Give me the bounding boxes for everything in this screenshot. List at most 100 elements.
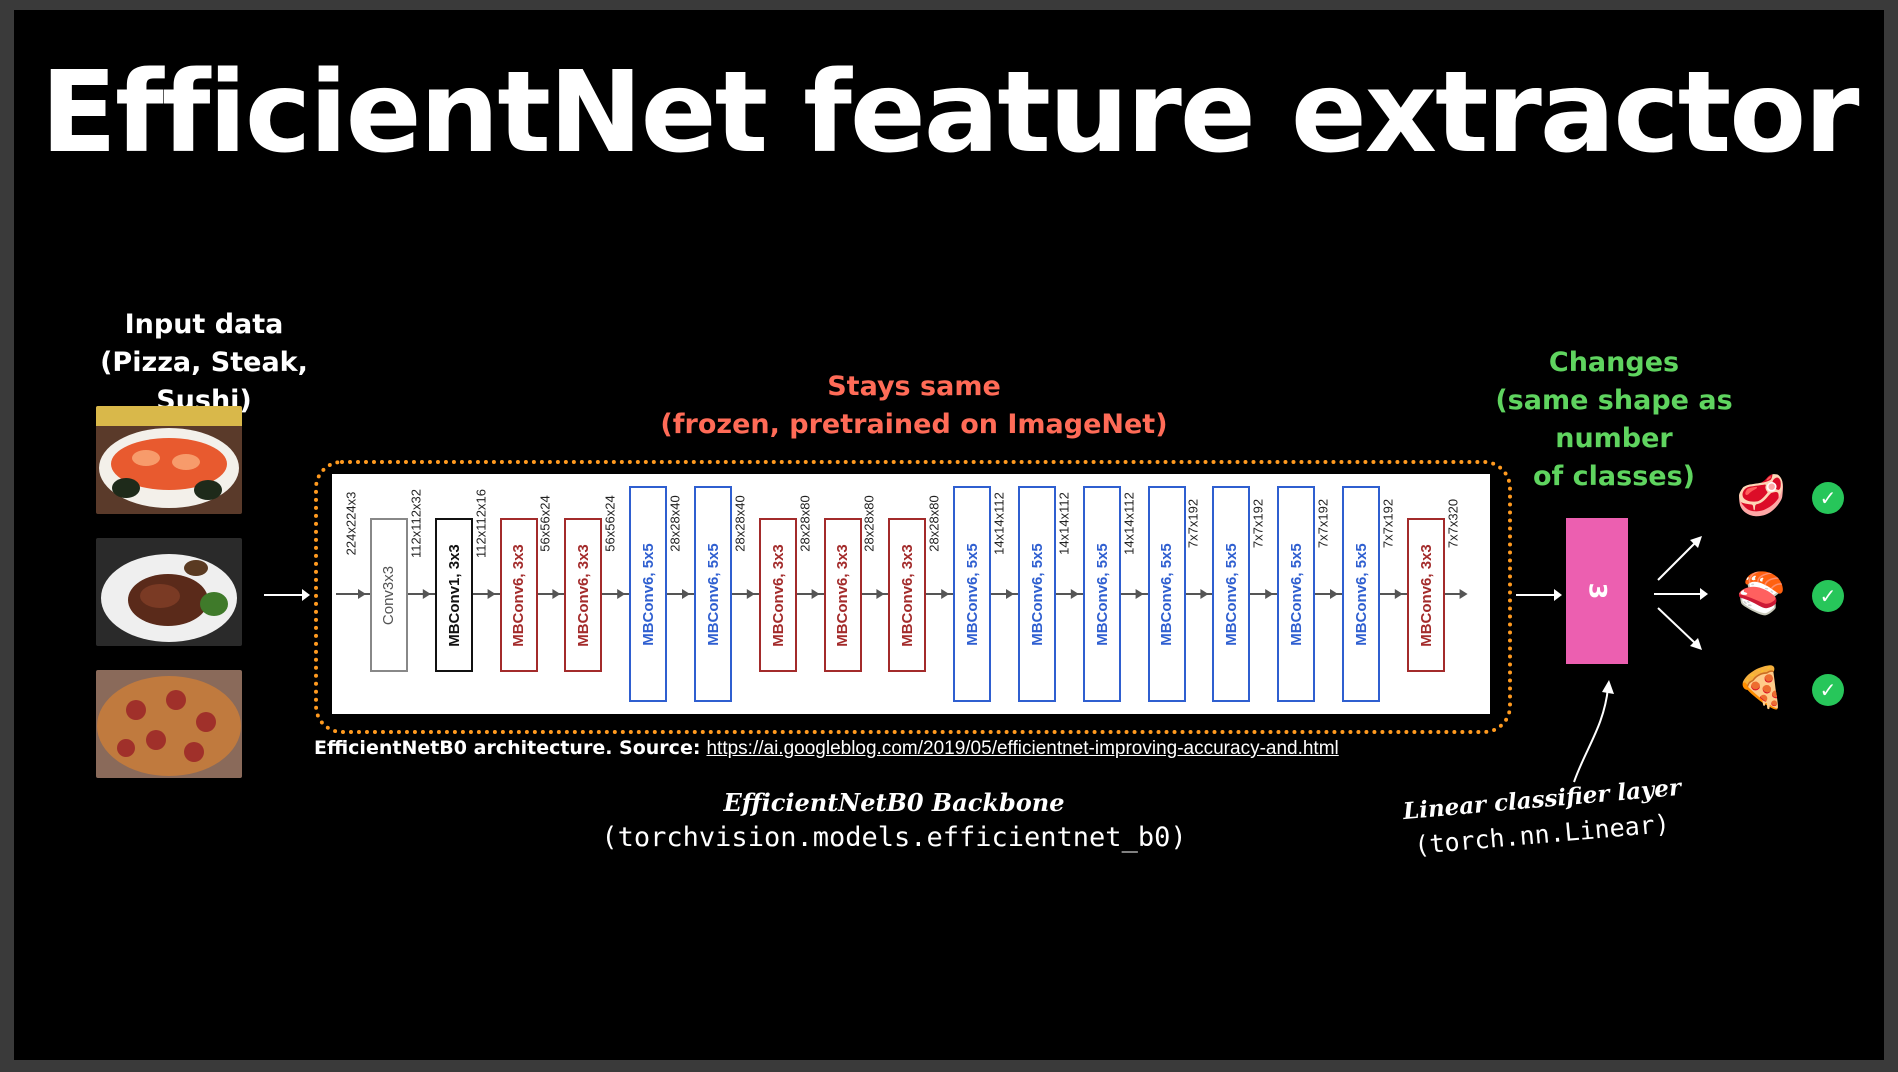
- flow-arrowhead: [617, 589, 626, 599]
- linear-output-count: 3: [1582, 582, 1611, 600]
- tensor-shape-label: 56x56x24: [537, 495, 553, 552]
- layer-block: MBConv6, 5x5: [1147, 486, 1186, 702]
- frozen-backbone-frame: [314, 460, 1512, 734]
- sushi-image: [96, 406, 242, 514]
- layer-label: MBConv6, 5x5: [1028, 542, 1046, 646]
- tensor-shape-label: 7x7x192: [1315, 498, 1331, 549]
- layer-block: MBConv6, 5x5: [1018, 486, 1056, 702]
- layer-block: MBConv6, 5x5: [1277, 486, 1316, 702]
- layer-block: MBConv6, 5x5: [1342, 486, 1380, 702]
- tensor-shape-label: 224x224x3: [343, 491, 359, 556]
- changes-label: Changes (same shape as number of classes…: [1434, 344, 1794, 496]
- layer-label: MBConv6, 5x5: [704, 542, 722, 646]
- flow-arrowhead: [1330, 589, 1338, 599]
- layer-label: MBConv6, 5x5: [1287, 542, 1305, 646]
- steak-check-icon: ✓: [1812, 482, 1844, 514]
- flow-arrowhead: [941, 589, 950, 599]
- flow-arrowhead: [1200, 589, 1209, 599]
- input-arrow: [264, 589, 310, 601]
- flow-arrowhead: [358, 589, 366, 599]
- backbone-to-linear-arrow: [1516, 589, 1562, 601]
- flow-arrowhead: [746, 589, 755, 599]
- pizza-output-emoji: 🍕: [1736, 665, 1786, 711]
- layer-label: MBConv6, 3x3: [1417, 543, 1435, 647]
- linear-pointer-arrow: [1573, 680, 1614, 783]
- tensor-shape-label: 28x28x80: [861, 495, 877, 552]
- tensor-shape-label: 112x112x32: [408, 489, 424, 558]
- flow-arrowhead: [487, 589, 496, 599]
- layer-block: MBConv6, 3x3: [499, 518, 538, 672]
- flow-arrowhead: [422, 589, 431, 599]
- layer-block: MBConv6, 3x3: [758, 518, 797, 672]
- layer-block: MBConv6, 5x5: [629, 486, 668, 702]
- changes-label-line2: (same shape as number: [1495, 385, 1733, 454]
- flow-arrowhead: [1135, 589, 1144, 599]
- tensor-shape-label: 28x28x40: [732, 495, 748, 552]
- input-data-label-line2: (Pizza, Steak, Sushi): [100, 347, 308, 416]
- layer-label: MBConv6, 5x5: [963, 542, 981, 646]
- layer-label: MBConv6, 5x5: [1158, 542, 1176, 646]
- tensor-shape-label: 112x112x16: [473, 489, 489, 558]
- flow-arrowhead: [552, 589, 561, 599]
- sushi-output-emoji: 🍣: [1736, 571, 1786, 617]
- source-prefix: EfficientNetB0 architecture. Source:: [314, 737, 701, 759]
- layer-block: Conv3x3: [370, 518, 408, 672]
- tensor-shape-label: 28x28x80: [926, 495, 942, 552]
- flow-arrowhead: [1265, 589, 1274, 599]
- changes-label-line3: of classes): [1532, 461, 1696, 492]
- layer-block: MBConv6, 3x3: [1406, 518, 1445, 672]
- linear-classifier-box: 3: [1566, 518, 1628, 664]
- flow-arrowhead: [1459, 589, 1468, 599]
- changes-label-line1: Changes: [1548, 347, 1680, 378]
- tensor-shape-label: 28x28x40: [667, 495, 683, 552]
- layer-block: MBConv1, 3x3: [434, 518, 473, 672]
- tensor-shape-label: 56x56x24: [602, 495, 618, 552]
- layer-label: MBConv1, 3x3: [445, 543, 463, 647]
- flow-arrowhead: [876, 589, 885, 599]
- tensor-shape-label: 14x14x112: [991, 492, 1007, 555]
- layer-label: MBConv6, 5x5: [1352, 542, 1370, 646]
- slide: EfficientNet feature extractor Input dat…: [14, 10, 1884, 1060]
- tensor-shape-label: 7x7x192: [1250, 498, 1266, 549]
- flow-arrowhead: [682, 589, 690, 599]
- tensor-shape-label: 28x28x80: [797, 495, 813, 552]
- sushi-check-icon: ✓: [1812, 580, 1844, 612]
- layer-label: Conv3x3: [380, 565, 398, 625]
- pizza-check-icon: ✓: [1812, 674, 1844, 706]
- source-caption: EfficientNetB0 architecture. Source: htt…: [314, 737, 1339, 760]
- tensor-shape-label: 7x7x192: [1185, 498, 1201, 549]
- steak-image: [96, 538, 242, 646]
- layer-label: MBConv6, 3x3: [898, 543, 916, 647]
- frozen-label-line1: Stays same: [827, 371, 1001, 402]
- layer-block: MBConv6, 5x5: [953, 486, 992, 702]
- layer-label: MBConv6, 5x5: [1093, 542, 1111, 646]
- efficientnet-architecture-panel: 224x224x3 112x112x32 112x112x16 56x56x24 56x…: [332, 474, 1490, 714]
- pizza-image: [96, 670, 242, 778]
- frozen-label: Stays same (frozen, pretrained on ImageN…: [614, 368, 1214, 444]
- steak-output-emoji: 🥩: [1736, 473, 1786, 519]
- layer-block: MBConv6, 5x5: [694, 486, 732, 702]
- layer-block: MBConv6, 5x5: [1082, 486, 1121, 702]
- input-data-label: Input data (Pizza, Steak, Sushi): [54, 306, 354, 420]
- backbone-label: EfficientNetB0 Backbone: [723, 788, 1065, 817]
- backbone-code-label: (torchvision.models.efficientnet_b0): [601, 822, 1187, 853]
- flow-arrowhead: [1006, 589, 1014, 599]
- layer-label: MBConv6, 3x3: [769, 543, 787, 647]
- layer-block: MBConv6, 3x3: [888, 518, 927, 672]
- layer-block: MBConv6, 5x5: [1212, 486, 1251, 702]
- layer-label: MBConv6, 5x5: [639, 542, 657, 646]
- flow-arrowhead: [811, 589, 820, 599]
- tensor-shape-label: 14x14x112: [1121, 492, 1137, 555]
- layer-label: MBConv6, 5x5: [1222, 542, 1240, 646]
- layer-label: MBConv6, 3x3: [510, 543, 528, 647]
- source-link[interactable]: https://ai.googleblog.com/2019/05/effici…: [706, 738, 1339, 759]
- layer-label: MBConv6, 3x3: [574, 543, 592, 647]
- tensor-shape-label: 7x7x192: [1380, 498, 1396, 549]
- tensor-shape-label: 7x7x320: [1445, 498, 1461, 549]
- flow-arrowhead: [1394, 589, 1403, 599]
- frozen-label-line2: (frozen, pretrained on ImageNet): [660, 409, 1168, 440]
- layer-block: MBConv6, 3x3: [564, 518, 603, 672]
- layer-label: MBConv6, 3x3: [834, 543, 852, 647]
- input-data-label-line1: Input data: [124, 309, 284, 340]
- tensor-shape-label: 14x14x112: [1056, 492, 1072, 555]
